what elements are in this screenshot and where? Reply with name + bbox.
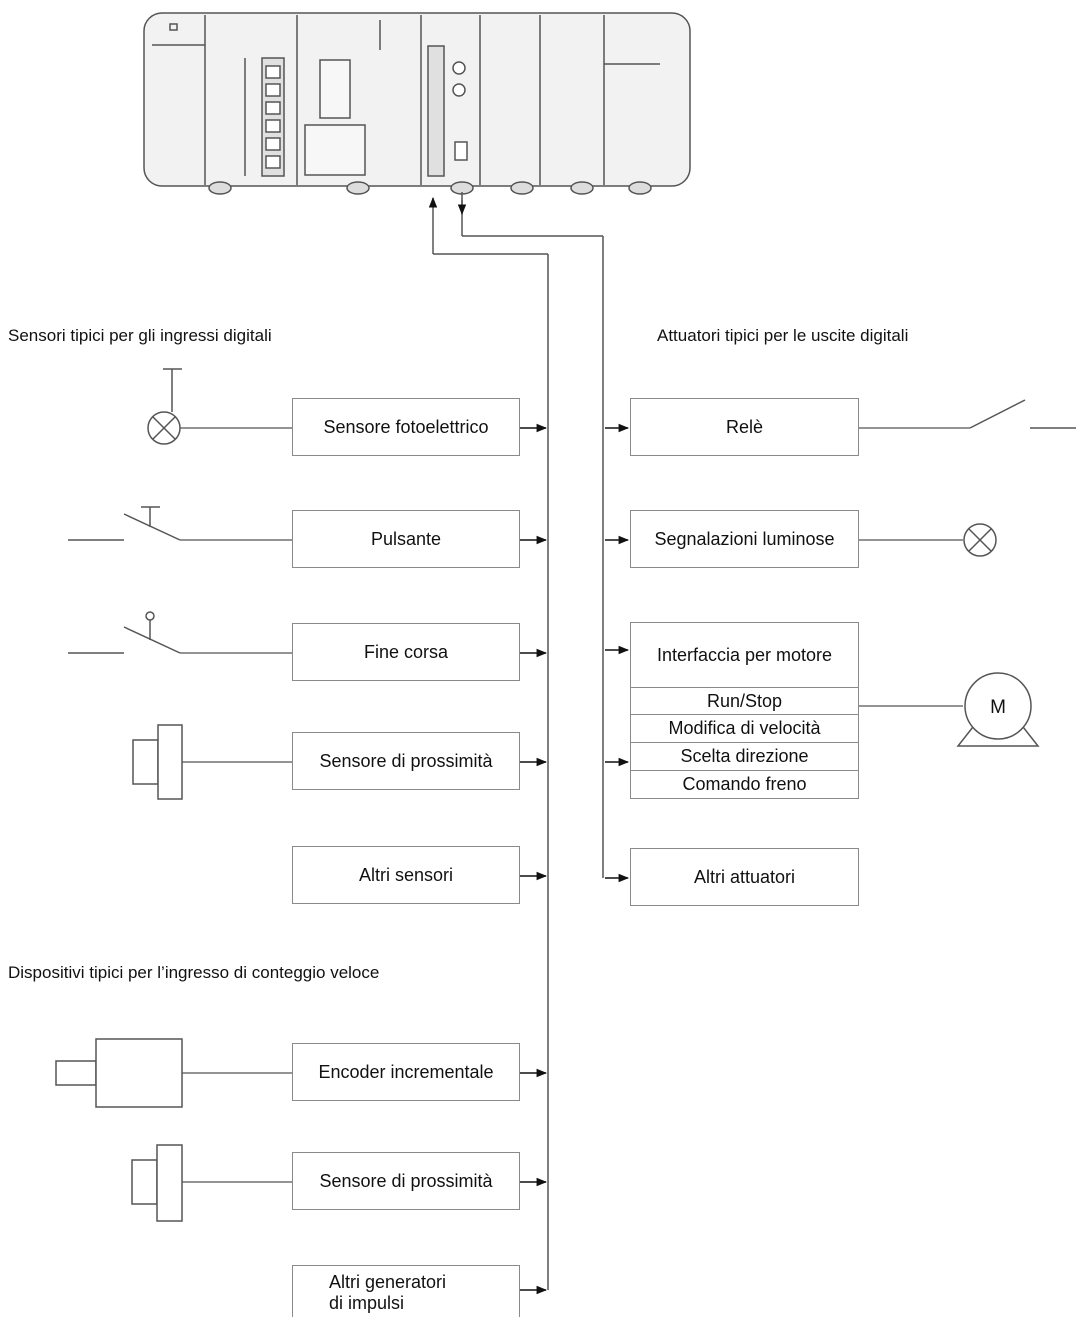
motor-sub-run-stop: Run/Stop: [630, 687, 859, 715]
output-box-other-actuators: Altri attuatori: [630, 848, 859, 906]
input-box-proximity: Sensore di prossimità: [292, 732, 520, 790]
proximity-sensor-icon: [131, 1144, 183, 1222]
indicator-lamp-icon: [963, 523, 997, 557]
limit-switch-icon: [68, 611, 181, 654]
motor-sub-direction: Scelta direzione: [630, 742, 859, 771]
output-box-motor-interface: Interfaccia per motore: [630, 622, 859, 688]
motor-symbol: M: [990, 697, 1006, 718]
photoelectric-sensor-icon: [147, 368, 182, 445]
output-box-indicator-lights: Segnalazioni luminose: [630, 510, 859, 568]
input-box-pushbutton: Pulsante: [292, 510, 520, 568]
input-box-photoelectric: Sensore fotoelettrico: [292, 398, 520, 456]
proximity-sensor-icon: [132, 724, 183, 800]
encoder-icon: [55, 1038, 183, 1108]
input-box-limit-switch: Fine corsa: [292, 623, 520, 681]
output-box-relay: Relè: [630, 398, 859, 456]
counter-box-encoder: Encoder incrementale: [292, 1043, 520, 1101]
input-box-other-sensors: Altri sensori: [292, 846, 520, 904]
counter-heading: Dispositivi tipici per l’ingresso di con…: [8, 963, 380, 982]
counter-box-proximity: Sensore di prossimità: [292, 1152, 520, 1210]
pushbutton-icon: [68, 506, 181, 541]
relay-contact-icon: [969, 399, 1076, 429]
inputs-heading: Sensori tipici per gli ingressi digitali: [8, 326, 272, 345]
motor-sub-brake: Comando freno: [630, 770, 859, 799]
counter-box-other-pulse-generators: Altri generatori di impulsi: [292, 1265, 520, 1317]
motor-icon: M: [956, 672, 1040, 747]
outputs-heading: Attuatori tipici per le uscite digitali: [657, 326, 909, 345]
plc-rack-icon: [143, 12, 691, 195]
motor-sub-speed-change: Modifica di velocità: [630, 714, 859, 743]
